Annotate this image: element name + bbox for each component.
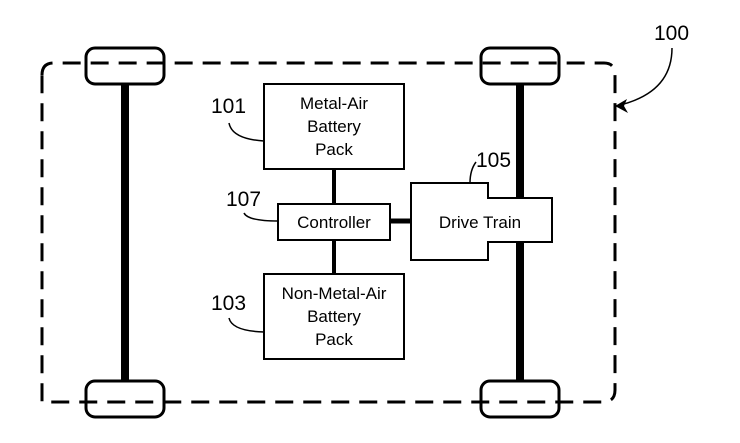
non-metal-air-label-line2: Battery	[307, 307, 361, 326]
wheel-front-right	[479, 46, 561, 86]
wheel-rear-left	[84, 379, 166, 419]
metal-air-label-line3: Pack	[315, 140, 353, 159]
vehicle-boundary	[40, 61, 617, 404]
ref-numeral-103: 103	[211, 292, 246, 315]
metal-air-label-line2: Battery	[307, 117, 361, 136]
non-metal-air-label-line1: Non-Metal-Air	[282, 284, 387, 303]
leader-100	[619, 47, 673, 106]
leader-105	[469, 161, 477, 184]
non-metal-air-battery-pack-block	[263, 273, 405, 360]
ref-numeral-107: 107	[226, 188, 261, 211]
drive-train-block	[410, 182, 553, 261]
drive-train-label: Drive Train	[439, 213, 521, 232]
wheel-front-left	[84, 46, 166, 86]
arrowhead-100-icon	[615, 99, 628, 113]
ref-numeral-105: 105	[476, 149, 511, 172]
controller-block	[277, 203, 391, 241]
ref-numeral-100: 100	[654, 22, 689, 45]
leader-101	[228, 122, 265, 142]
metal-air-battery-pack-block	[263, 83, 405, 170]
ref-numeral-101: 101	[211, 95, 246, 118]
leader-107	[243, 212, 279, 222]
controller-label: Controller	[297, 213, 371, 232]
wheel-rear-right	[479, 379, 561, 419]
non-metal-air-label-line3: Pack	[315, 330, 353, 349]
metal-air-label-line1: Metal-Air	[300, 94, 368, 113]
leader-103	[228, 317, 265, 333]
